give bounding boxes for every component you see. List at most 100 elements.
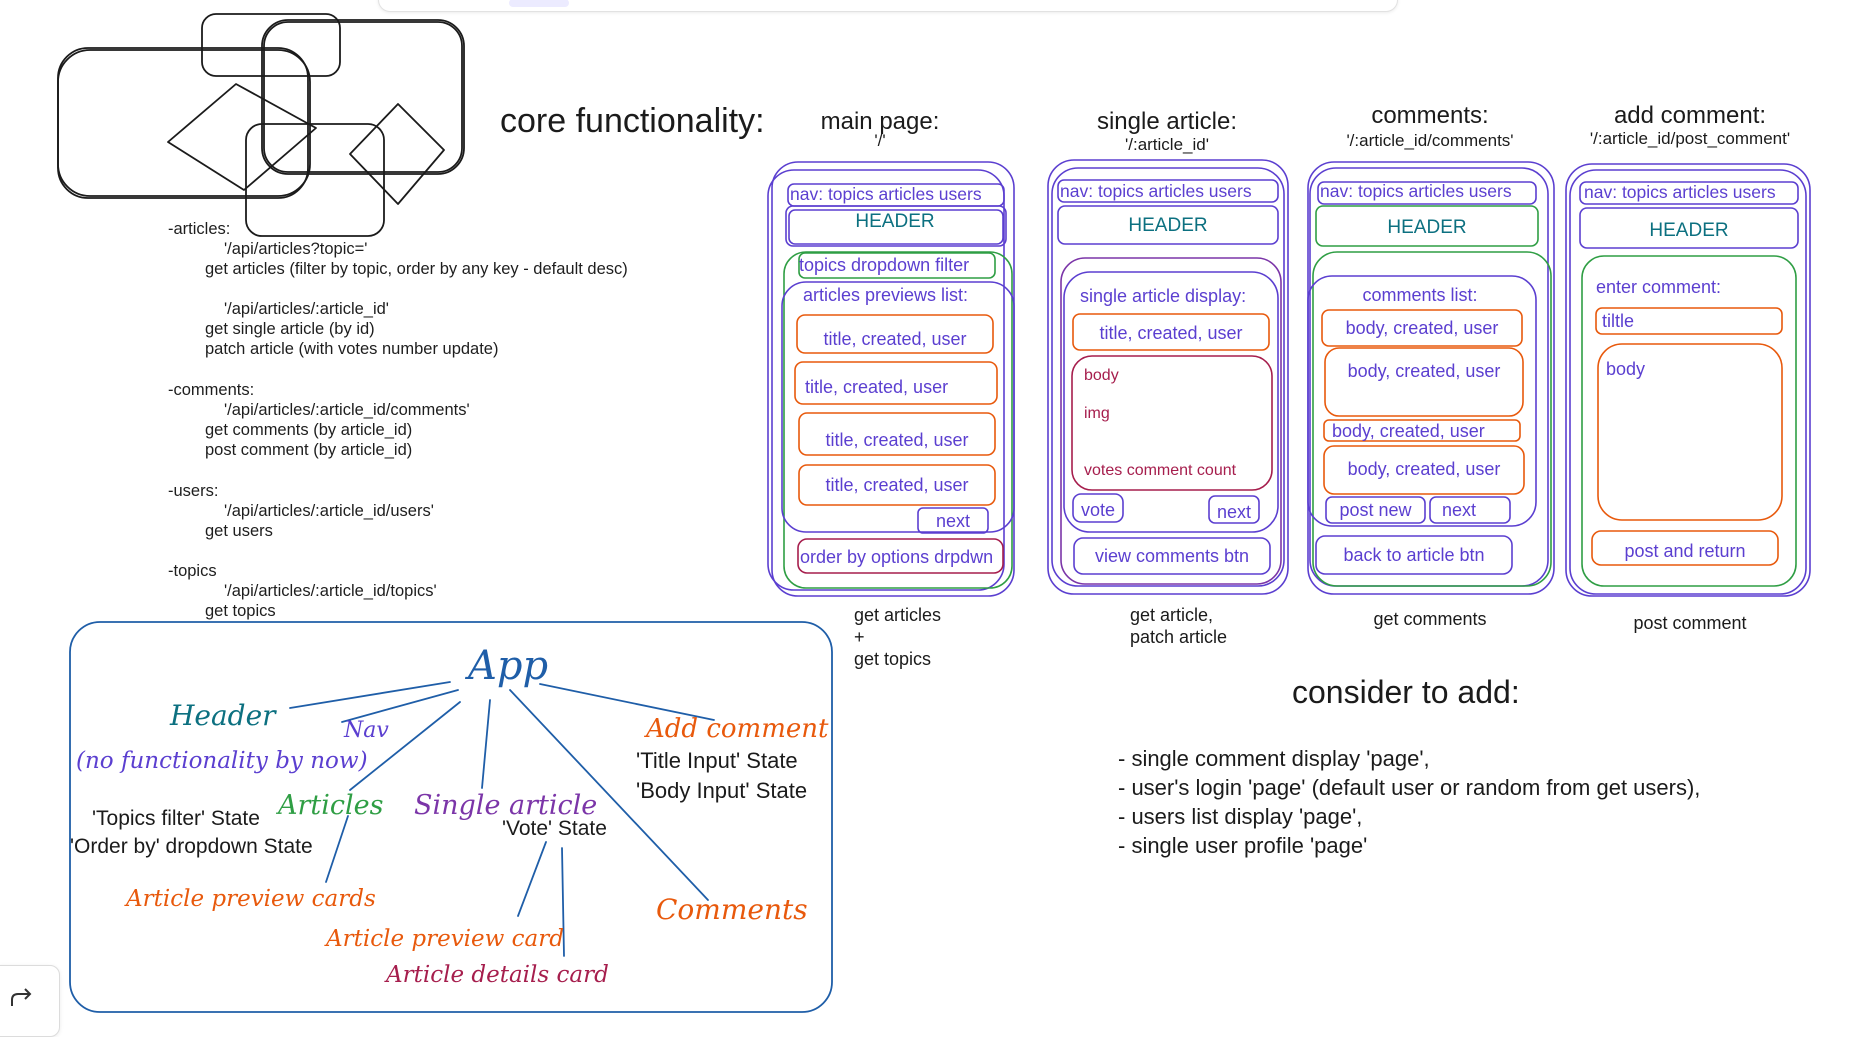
- add-comment-caption: post comment: [1633, 613, 1747, 633]
- toolbar-highlight: [509, 0, 569, 7]
- main-page-title: main page:: [820, 108, 940, 135]
- enter-comment-label: enter comment:: [1596, 277, 1722, 297]
- post-new-button: post new: [1339, 500, 1412, 520]
- view-comments-button: view comments btn: [1094, 546, 1250, 566]
- doodle-rect-bottom: [245, 123, 385, 237]
- tree-no-functionality: (no functionality by now): [76, 748, 368, 774]
- post-and-return-button: post and return: [1624, 541, 1746, 561]
- comments-title: comments:: [1371, 102, 1489, 129]
- tree-single-article: Single article: [414, 790, 598, 821]
- title-input-field: tiltle: [1602, 311, 1635, 331]
- tree-vote-state: 'Vote' State: [502, 817, 607, 840]
- consider-item-3: - users list display 'page',: [1118, 804, 1363, 829]
- api-users-endpoint: '/api/articles/:article_id/users': [224, 502, 434, 520]
- doodle-diamond-left: [167, 83, 317, 191]
- add-comment-header-label: HEADER: [1649, 220, 1729, 241]
- api-get-articles: get articles (filter by topic, order by …: [205, 260, 628, 278]
- consider-item-1: - single comment display 'page',: [1118, 746, 1430, 771]
- main-header-label: HEADER: [855, 211, 935, 232]
- add-comment-nav-label: nav: topics articles users: [1584, 182, 1776, 202]
- single-nav-label: nav: topics articles users: [1060, 181, 1252, 201]
- doodle-rect-right: [261, 19, 465, 175]
- comment-card-2: body, created, user: [1347, 361, 1501, 381]
- vote-button: vote: [1080, 500, 1116, 520]
- api-topics-endpoint: '/api/articles/:article_id/topics': [224, 582, 437, 600]
- article-preview-card-4: title, created, user: [825, 475, 969, 495]
- single-next-button: next: [1216, 502, 1252, 522]
- single-article-body: body: [1084, 367, 1119, 384]
- api-topics-heading: -topics: [168, 562, 217, 580]
- single-caption-line-2: patch article: [1130, 627, 1228, 647]
- comments-caption: get comments: [1373, 609, 1487, 629]
- doodle-shapes: [57, 13, 465, 237]
- tree-articles: Articles: [278, 790, 384, 821]
- api-articles-endpoint: '/api/articles?topic=': [224, 240, 368, 258]
- comments-wireframe: [1307, 161, 1555, 595]
- article-preview-card-3: title, created, user: [825, 430, 969, 450]
- tree-order-state: 'Order by' dropdown State: [70, 835, 313, 858]
- article-preview-card-2: title, created, user: [805, 377, 949, 397]
- tree-title-state: 'Title Input' State: [636, 748, 798, 773]
- order-by-dropdown: order by options drpdwn: [800, 547, 994, 567]
- tree-nav: Nav: [344, 718, 389, 743]
- comment-card-1: body, created, user: [1345, 318, 1499, 338]
- comments-header-label: HEADER: [1387, 217, 1467, 238]
- api-articles-heading: -articles:: [168, 220, 231, 238]
- consider-title: consider to add:: [1292, 674, 1520, 710]
- api-get-single-article: get single article (by id): [205, 320, 375, 338]
- tree-article-preview-cards: Article preview cards: [126, 886, 376, 912]
- api-get-users: get users: [205, 522, 273, 540]
- tree-article-preview-card: Article preview card: [326, 926, 564, 952]
- core-functionality-title: core functionality:: [500, 102, 765, 140]
- main-next-button: next: [935, 511, 971, 531]
- add-comment-route: '/:article_id/post_comment': [1589, 129, 1791, 148]
- single-article-display-label: single article display:: [1080, 286, 1247, 306]
- comments-list-label: comments list:: [1362, 285, 1478, 305]
- api-comments-heading: -comments:: [168, 381, 255, 399]
- main-caption-line-3: get topics: [854, 649, 932, 669]
- api-patch-article: patch article (with votes number update): [205, 340, 499, 358]
- comments-route: '/:article_id/comments': [1346, 131, 1514, 150]
- tree-header: Header: [170, 699, 276, 732]
- tree-comments: Comments: [656, 893, 808, 926]
- tree-add-comment: Add comment: [646, 714, 829, 744]
- single-article-card: title, created, user: [1099, 323, 1243, 343]
- single-article-title: single article:: [1096, 108, 1238, 135]
- redo-icon: [11, 988, 32, 1006]
- articles-list-label: articles previews list:: [803, 285, 969, 305]
- doodle-rect-top: [201, 13, 341, 77]
- single-article-wireframe: [1047, 159, 1289, 595]
- consider-item-4: - single user profile 'page': [1118, 833, 1368, 858]
- topics-dropdown-filter: topics dropdown filter: [799, 255, 970, 275]
- component-tree-frame: [69, 621, 833, 1013]
- tree-topics-state: 'Topics filter' State: [92, 807, 260, 830]
- back-to-article-button: back to article btn: [1343, 545, 1485, 565]
- single-article-route: '/:article_id': [1125, 135, 1209, 154]
- article-preview-card-1: title, created, user: [823, 329, 967, 349]
- tree-app: App: [468, 643, 549, 689]
- body-input-field: body: [1606, 359, 1646, 379]
- comments-nav-label: nav: topics articles users: [1320, 181, 1512, 201]
- add-comment-wireframe: [1565, 163, 1811, 597]
- tree-article-details-card: Article details card: [386, 962, 609, 988]
- main-page-wireframe: [767, 161, 1015, 597]
- api-comments-endpoint: '/api/articles/:article_id/comments': [224, 401, 470, 419]
- add-comment-title: add comment:: [1613, 102, 1767, 129]
- api-users-heading: -users:: [168, 482, 219, 500]
- api-get-topics: get topics: [205, 602, 276, 620]
- api-article-endpoint: '/api/articles/:article_id': [224, 300, 389, 318]
- single-article-votes: votes comment count: [1084, 462, 1237, 479]
- doodle-rect-large: [57, 47, 309, 199]
- single-header-label: HEADER: [1128, 215, 1208, 236]
- doodle-diamond-right: [349, 103, 445, 205]
- api-post-comment: post comment (by article_id): [205, 441, 413, 459]
- main-caption-line-1: get articles: [854, 605, 942, 625]
- tree-connector-lines: [289, 681, 715, 957]
- main-nav-label: nav: topics articles users: [790, 184, 982, 204]
- consider-item-2: - user's login 'page' (default user or r…: [1118, 775, 1701, 800]
- main-page-route: '/': [874, 131, 886, 150]
- single-caption-line-1: get article,: [1130, 605, 1214, 625]
- api-get-comments: get comments (by article_id): [205, 421, 413, 439]
- undo-button[interactable]: [0, 965, 60, 1037]
